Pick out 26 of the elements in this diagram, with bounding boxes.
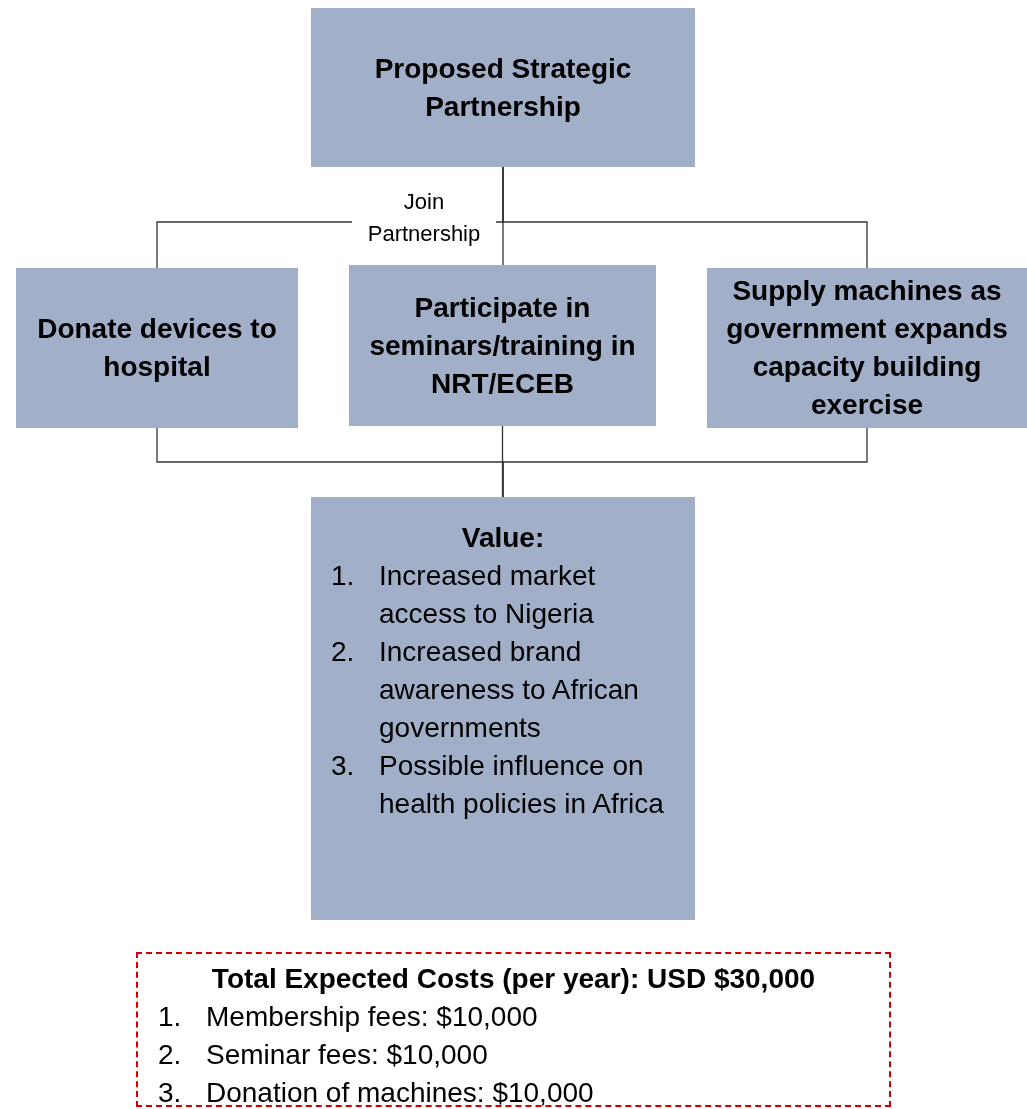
- list-number: 1.: [158, 1000, 183, 1034]
- process-box: [311, 8, 695, 167]
- box-text: Participate in seminars/training in NRT/ECEB: [368, 290, 637, 401]
- heading-text: Value:: [461, 521, 545, 555]
- list-item-text: Donation of machines: $10,000: [206, 1076, 594, 1109]
- list-number: 2.: [158, 1038, 183, 1072]
- cost-box: [136, 952, 891, 1107]
- list-item-text: Membership fees: $10,000: [206, 1000, 538, 1034]
- connector-line: [502, 166, 868, 269]
- box-text: Donate devices to hospital: [36, 312, 278, 384]
- process-box: [311, 497, 695, 920]
- box-text: Proposed Strategic Partnership: [373, 51, 633, 124]
- process-box: [707, 268, 1027, 428]
- list-item-text: Increased brand awareness to African governments: [379, 635, 640, 745]
- list-number: 2.: [331, 635, 356, 669]
- process-box: [349, 265, 656, 426]
- list-item-text: Possible influence on health policies in Africa: [379, 749, 665, 821]
- list-item-text: Seminar fees: $10,000: [206, 1038, 488, 1072]
- list-number: 1.: [331, 559, 356, 593]
- list-number: 3.: [158, 1076, 183, 1109]
- list-item-text: Increased market access to Nigeria: [379, 559, 597, 631]
- process-box: [16, 268, 298, 428]
- box-text: Supply machines as government expands capacity building exercise: [725, 274, 1009, 422]
- list-number: 3.: [331, 749, 356, 783]
- heading-text: Total Expected Costs (per year): USD $30,000: [211, 962, 816, 996]
- connector-line: [502, 427, 868, 498]
